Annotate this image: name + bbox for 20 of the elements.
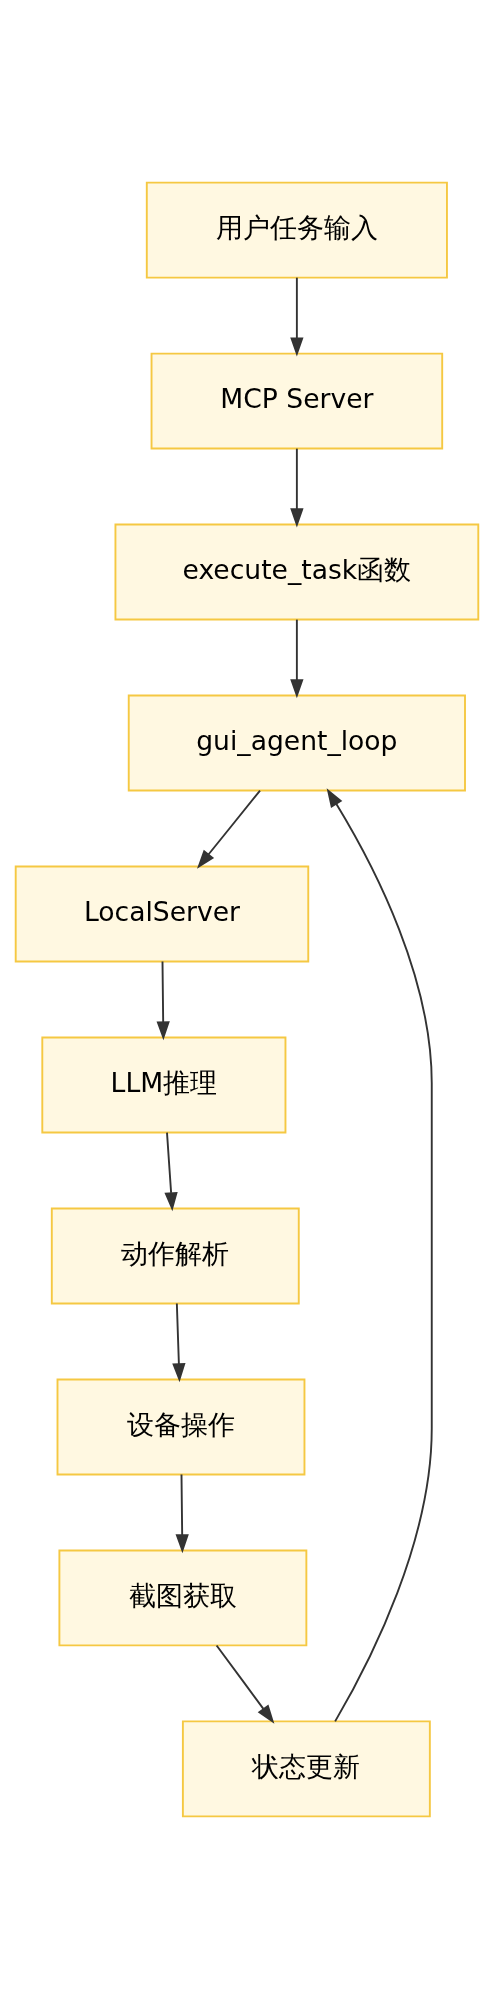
node-box: LocalServer [14, 865, 310, 962]
arrow [175, 1473, 189, 1553]
node-box: LLM推理 [41, 1036, 287, 1133]
arrow [197, 789, 261, 869]
arrow [164, 1131, 178, 1211]
node-box: execute_task函数 [114, 523, 480, 620]
arrow [156, 960, 170, 1040]
arrow [290, 447, 304, 527]
arrow [290, 276, 304, 356]
arrow [172, 1302, 186, 1382]
node-box: MCP Server [150, 352, 444, 449]
node-box: 状态更新 [181, 1719, 431, 1817]
node-box: gui_agent_loop [127, 694, 466, 791]
arrow [326, 787, 433, 1722]
node-box: 设备操作 [56, 1378, 306, 1475]
node-box: 截图获取 [58, 1549, 308, 1646]
node-box: 用户任务输入 [145, 181, 448, 279]
arrow [215, 1644, 275, 1724]
arrow [290, 618, 304, 698]
node-box: 动作解析 [50, 1207, 300, 1304]
